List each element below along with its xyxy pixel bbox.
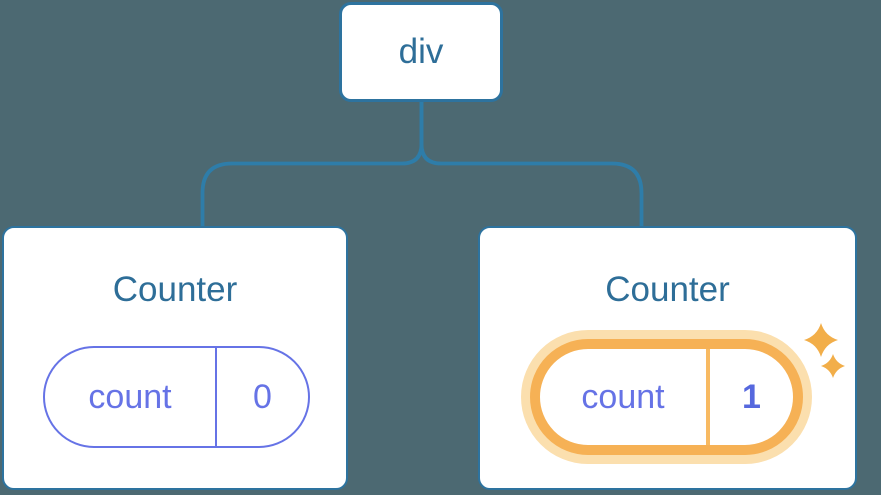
counter-card-right: Counter count 1 [478, 226, 857, 490]
counter-title: Counter [605, 270, 730, 309]
connector-left-branch [200, 101, 424, 227]
state-pill-highlighted: count 1 [530, 339, 803, 455]
state-value: 1 [742, 377, 761, 416]
counter-card-left: Counter count 0 [2, 226, 348, 490]
root-node-label: div [398, 32, 444, 71]
root-node-div: div [339, 2, 503, 102]
connector-right-branch [419, 101, 644, 227]
state-key-label: count [45, 348, 217, 446]
state-key-label: count [540, 349, 710, 445]
state-value: 0 [253, 377, 272, 416]
state-pill: count 0 [43, 346, 310, 448]
counter-title: Counter [112, 270, 238, 309]
